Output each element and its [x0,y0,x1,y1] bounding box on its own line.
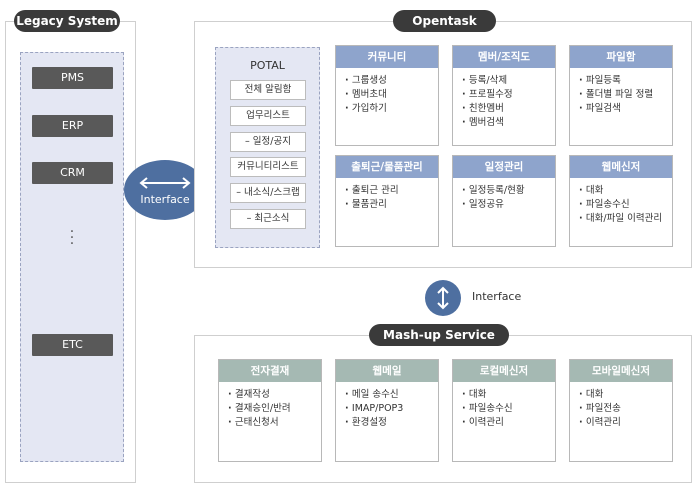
list-item: IMAP/POP3 [345,402,438,416]
portal-title: POTAL [250,59,285,72]
legacy-item-erp: ERP [32,115,113,137]
list-item: 대화 [462,388,555,402]
double-arrow-vertical-icon [437,286,449,310]
card-member-org: 멤버/조직도 등록/삭제 프로필수정 친한멤버 멤버검색 [452,45,556,146]
card-file-box: 파일함 파일등록 폴더별 파일 정렬 파일검색 [569,45,673,146]
list-item: 멤버초대 [345,88,438,102]
card-title: 일정관리 [453,156,555,178]
card-mobile-messenger: 모바일메신저 대화 파일전송 이력관리 [569,359,673,462]
list-item: 물품관리 [345,198,438,212]
card-title: 웹메신저 [570,156,672,178]
list-item: 환경설정 [345,416,438,430]
card-web-mail: 웹메일 메일 송수신 IMAP/POP3 환경설정 [335,359,439,462]
list-item: 대화/파일 이력관리 [579,212,672,226]
legacy-item-crm: CRM [32,162,113,184]
card-schedule: 일정관리 일정등록/현황 일정공유 [452,155,556,247]
list-item: 결재작성 [228,388,321,402]
card-title: 로컬메신저 [453,360,555,382]
legacy-item-etc: ETC [32,334,113,356]
list-item: 친한멤버 [462,102,555,116]
list-item: 폴더별 파일 정렬 [579,88,672,102]
opentask-title: Opentask [393,10,496,32]
list-item: 대화 [579,388,672,402]
list-item: 대화 [579,184,672,198]
interface-circle-middle [425,280,461,316]
legacy-system-list [20,52,124,462]
list-item: 프로필수정 [462,88,555,102]
list-item: 등록/삭제 [462,74,555,88]
card-local-messenger: 로컬메신저 대화 파일송수신 이력관리 [452,359,556,462]
card-title: 멤버/조직도 [453,46,555,68]
card-title: 웹메일 [336,360,438,382]
list-item: 결재승인/반려 [228,402,321,416]
list-item: 일정공유 [462,198,555,212]
list-item: 이력관리 [579,416,672,430]
card-title: 출퇴근/물품관리 [336,156,438,178]
portal-item-task-list: 업무리스트 [230,106,306,126]
list-item: 파일등록 [579,74,672,88]
interface-middle-label: Interface [472,290,522,303]
list-item: 멤버검색 [462,116,555,130]
card-title: 모바일메신저 [570,360,672,382]
card-attendance-supplies: 출퇴근/물품관리 출퇴근 관리 물품관리 [335,155,439,247]
card-title: 커뮤니티 [336,46,438,68]
list-item: 파일검색 [579,102,672,116]
double-arrow-horizontal-icon [139,177,191,189]
list-item: 출퇴근 관리 [345,184,438,198]
portal-item-community-list: 커뮤니티리스트 [230,157,306,177]
legacy-item-pms: PMS [32,67,113,89]
card-title: 전자결재 [219,360,321,382]
portal-item-all-notifications: 전체 알림함 [230,80,306,100]
card-web-messenger: 웹메신저 대화 파일송수신 대화/파일 이력관리 [569,155,673,247]
list-item: 가입하기 [345,102,438,116]
portal-item-schedule-notice: – 일정/공지 [230,132,306,152]
list-item: 파일송수신 [462,402,555,416]
list-item: 일정등록/현황 [462,184,555,198]
interface-left-label: Interface [140,193,190,206]
card-community: 커뮤니티 그룹생성 멤버초대 가입하기 [335,45,439,146]
list-item: 근태신청서 [228,416,321,430]
list-item: 파일전송 [579,402,672,416]
portal-item-recent-news: – 최근소식 [230,209,306,229]
list-item: 파일송수신 [579,198,672,212]
list-item: 이력관리 [462,416,555,430]
interface-ellipse-left: Interface [124,160,206,220]
card-e-approval: 전자결재 결재작성 결재승인/반려 근태신청서 [218,359,322,462]
portal-item-my-news-scrap: – 내소식/스크랩 [230,183,306,203]
card-title: 파일함 [570,46,672,68]
mashup-title: Mash-up Service [369,324,509,346]
vertical-dots-icon: ··· [69,224,75,252]
list-item: 그룹생성 [345,74,438,88]
legacy-system-title: Legacy System [14,10,120,32]
list-item: 메일 송수신 [345,388,438,402]
